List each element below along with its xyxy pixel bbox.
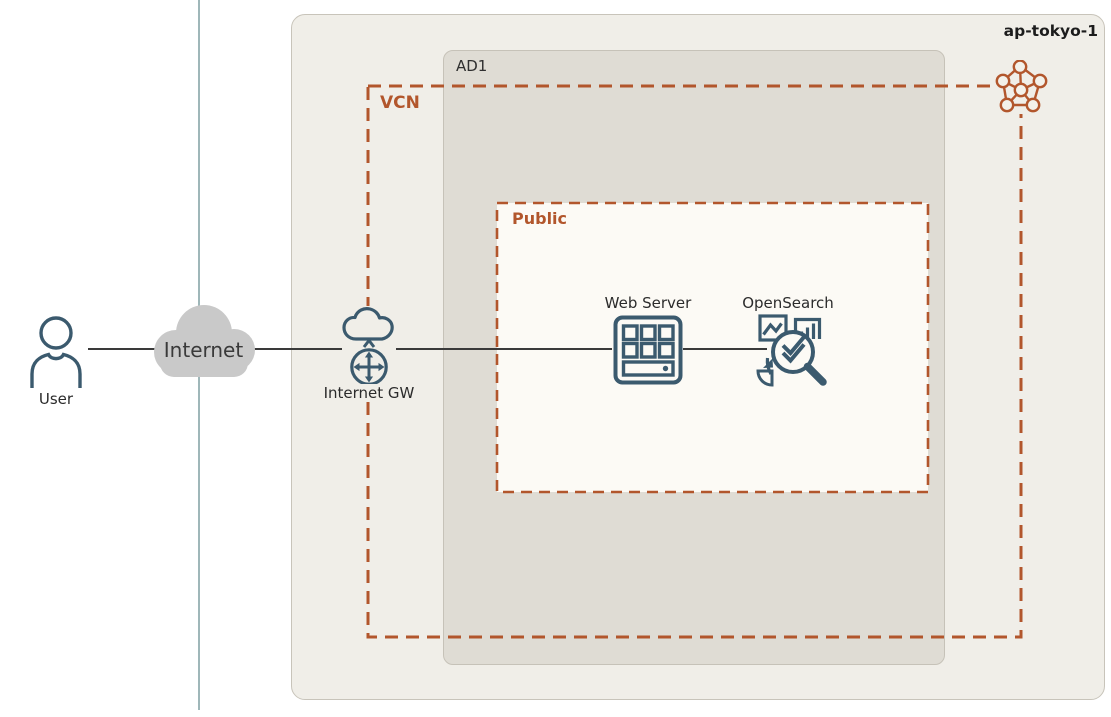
web-server-icon xyxy=(613,315,683,385)
availability-domain-label: AD1 xyxy=(456,57,488,75)
cloud-with-router-arrows-icon xyxy=(342,307,394,386)
user-person-icon xyxy=(28,316,84,388)
internet-label: Internet xyxy=(163,338,244,362)
connector-webserver-to-opensearch xyxy=(683,348,767,351)
internet-gw-label: Internet GW xyxy=(321,384,417,402)
web-server-label: Web Server xyxy=(604,294,692,312)
vcn-pentagon-network-icon xyxy=(994,59,1048,114)
public-subnet-label: Public xyxy=(512,209,568,228)
opensearch-label: OpenSearch xyxy=(742,294,834,312)
public-subnet-box xyxy=(495,201,930,494)
user-label: User xyxy=(38,390,74,408)
internet-cloud-shape xyxy=(146,300,261,378)
region-label: ap-tokyo-1 xyxy=(1003,22,1098,40)
opensearch-icon xyxy=(746,311,830,391)
vcn-label: VCN xyxy=(380,93,420,113)
internet-gateway-node: Internet GW xyxy=(321,306,417,402)
